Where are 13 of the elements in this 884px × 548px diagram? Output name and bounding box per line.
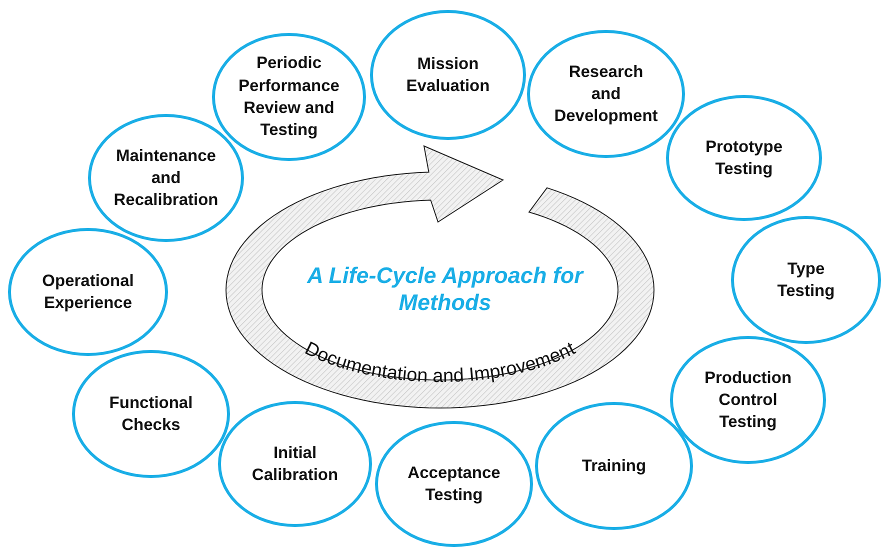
stage-label: Functional Checks	[108, 392, 194, 436]
stage-label: Production Control Testing	[703, 368, 793, 434]
stage-label: Operational Experience	[41, 270, 135, 314]
stage-label: Acceptance Testing	[406, 462, 502, 506]
stage-label: Research and Development	[553, 62, 659, 128]
stage-label: Initial Calibration	[250, 442, 340, 486]
stage-label: Mission Evaluation	[405, 54, 491, 97]
stage-label: Type Testing	[776, 258, 836, 302]
stage-label: Maintenance and Recalibration	[112, 146, 220, 212]
stage-label: Training	[582, 456, 646, 477]
stage-label: Prototype Testing	[704, 136, 784, 180]
diagram-title: A Life-Cycle Approach for Methods	[306, 262, 585, 316]
stage-label: Periodic Performance Review and Testing	[238, 53, 340, 142]
